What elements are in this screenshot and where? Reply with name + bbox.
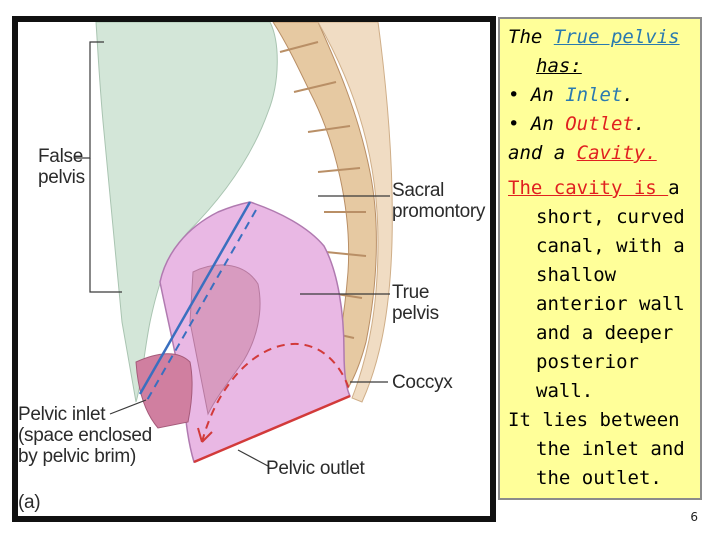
true-pelvis-link-text: True pelvis: [553, 26, 680, 48]
cavity-line: and a Cavity.: [508, 142, 657, 164]
page-number: 6: [690, 510, 698, 524]
label-pelvic-outlet: Pelvic outlet: [266, 458, 365, 479]
label-true-pelvis: True pelvis: [392, 282, 439, 324]
bullet-outlet: • An Outlet.: [508, 113, 646, 135]
label-pelvic-inlet: Pelvic inlet (space enclosed by pelvic b…: [18, 404, 152, 467]
label-coccyx: Coccyx: [392, 372, 453, 393]
notes-panel: The True pelvis has: • An Inlet. • An Ou…: [498, 17, 702, 500]
pelvis-drawing: [18, 22, 490, 516]
label-sacral-promontory: Sacral promontory: [392, 180, 486, 222]
lies-between-text: It lies between the inlet and the outlet…: [508, 409, 685, 489]
label-false-pelvis: False pelvis: [38, 146, 85, 188]
bullet-inlet: • An Inlet.: [508, 84, 634, 106]
true-pelvis-heading: The True pelvis has:: [508, 26, 680, 77]
pelvis-illustration: False pelvis Sacral promontory True pelv…: [18, 22, 490, 516]
panel-letter: (a): [18, 492, 41, 513]
cavity-description: The cavity is a short, curved canal, wit…: [508, 177, 685, 402]
